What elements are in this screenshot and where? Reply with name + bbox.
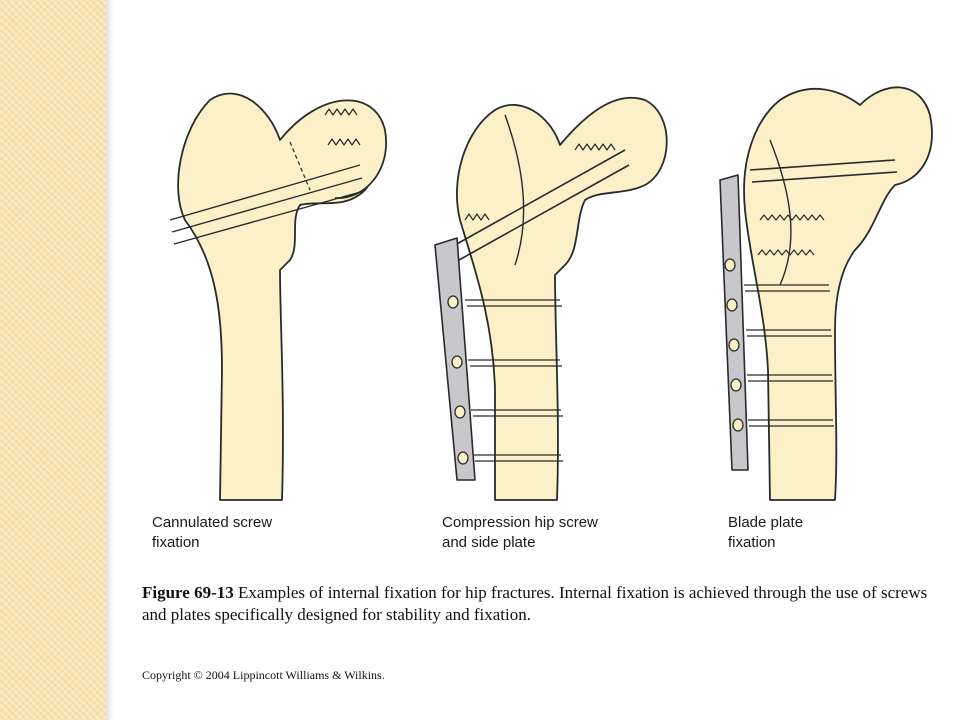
panel-label-compression-hip-screw: Compression hip screw and side plate [442,513,598,553]
panel-label-line1: Compression hip screw [442,514,598,531]
figure-caption-text: Examples of internal fixation for hip fr… [142,583,928,624]
femur-compression-hip-screw [434,96,668,501]
panel-label-line2: and side plate [442,534,536,551]
femur-cannulated-screw [169,92,387,501]
hip-fixation-illustration [169,86,933,501]
panel-label-line2: fixation [152,534,200,551]
panel-label-line1: Cannulated screw [152,514,273,531]
panel-label-blade-plate: Blade plate fixation [728,513,803,553]
figure-number: Figure 69-13 [142,583,234,602]
figure-caption: Figure 69-13 Examples of internal fixati… [142,582,932,626]
panel-label-cannulated-screw: Cannulated screw fixation [152,513,272,553]
copyright-notice: Copyright © 2004 Lippincott Williams & W… [142,668,385,682]
panel-label-line2: fixation [728,534,776,551]
side-band-shadow [106,0,114,720]
decorative-side-band [0,0,106,720]
panel-label-line1: Blade plate [728,514,804,531]
femur-blade-plate [719,86,933,501]
